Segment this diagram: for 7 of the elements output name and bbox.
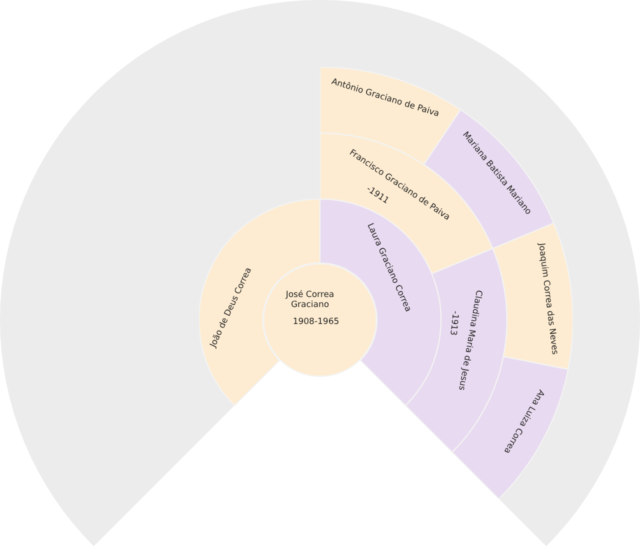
person-name: José Correa Graciano	[284, 291, 336, 311]
ancestor-ring-segment	[452, 356, 569, 499]
ancestor-ring-segment	[492, 223, 573, 370]
person-name: Joaquim Correa das Neves	[535, 242, 559, 356]
life-dates: -1913	[446, 310, 460, 336]
life-dates: 1908-1965	[292, 318, 340, 328]
person-circle	[263, 263, 377, 377]
